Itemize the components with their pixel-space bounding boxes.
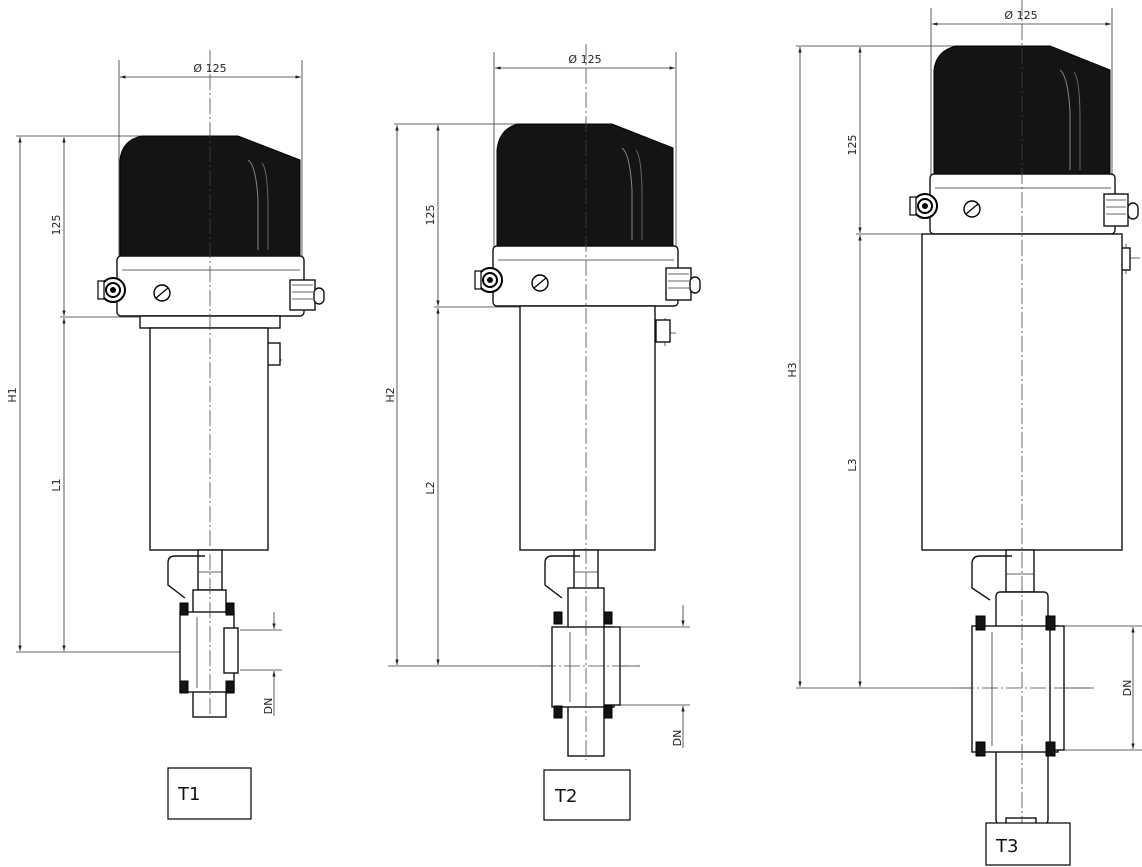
t3-dn-dimension: DN [1062,625,1142,751]
view-t1: Ø 125 125 H1 L1 DN [6,50,325,820]
t2-length-dimension: L2 [424,308,440,665]
t3-cable-gland [909,193,981,219]
t2-label-box: T2 [543,769,631,821]
t3-butterfly-valve [971,591,1065,825]
t3-label-box: T3 [985,822,1071,866]
t3-lever-stem [971,549,1035,601]
t3-dn-label: DN [1121,680,1134,697]
t1-diameter-dimension: Ø 125 [118,60,303,262]
t3-head-height-label: 125 [846,135,859,156]
t1-length-dimension: L1 [50,318,66,651]
t2-label: T2 [554,786,577,807]
t2-length-label: L2 [424,481,437,494]
t3-length-label: L3 [846,458,859,471]
t1-total-height-label: H1 [6,387,19,402]
t2-actuator-head [492,123,679,307]
t2-side-connector [652,267,701,346]
t3-actuator-head [929,45,1116,235]
t2-cylinder [519,305,656,551]
t1-total-height-dimension: H1 [6,135,190,653]
t2-dn-label: DN [671,730,684,747]
view-t3: Ø 125 125 H3 L3 DN [786,0,1142,866]
t1-label-box: T1 [167,767,252,820]
t3-label: T3 [995,836,1018,857]
t1-diameter-label: Ø 125 [193,62,226,75]
t1-cylinder [149,327,269,551]
t1-cable-gland [97,277,171,303]
view-t2: Ø 125 125 H2 L2 DN [384,44,701,821]
t2-head-height-label: 125 [424,205,437,226]
t1-actuator-head [116,135,305,329]
t1-label: T1 [177,784,200,805]
t3-total-height-dimension: H3 [786,47,1090,689]
t1-butterfly-valve [179,589,239,718]
t3-side-connector [1103,193,1140,274]
t1-dn-label: DN [262,698,275,715]
t2-cable-gland [474,267,549,293]
t3-length-dimension: L3 [846,235,862,687]
t1-side-connector [262,279,325,372]
t1-dn-dimension: DN [240,612,282,716]
t3-total-height-label: H3 [786,362,799,377]
t1-length-label: L1 [50,478,63,491]
t2-diameter-label: Ø 125 [568,53,601,66]
t2-diameter-dimension: Ø 125 [493,52,677,248]
t2-total-height-label: H2 [384,387,397,402]
t3-diameter-label: Ø 125 [1004,9,1037,22]
t2-dn-dimension: DN [615,605,690,748]
t1-head-height-label: 125 [50,215,63,236]
t3-diameter-dimension: Ø 125 [930,8,1113,178]
